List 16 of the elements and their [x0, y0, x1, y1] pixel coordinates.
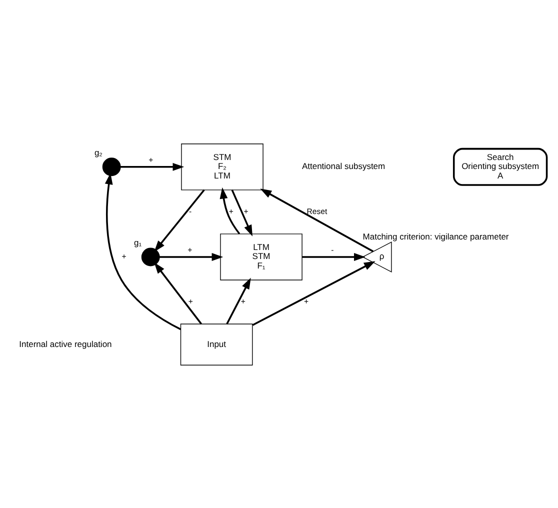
node-label: g₂ [94, 147, 102, 158]
edge-label: - [189, 206, 192, 216]
edge-label: + [188, 245, 192, 254]
node-label: Matching criterion: vigilance parameter [362, 231, 509, 242]
label: Internal active regulation [19, 338, 112, 348]
node-label: g₁ [134, 237, 142, 248]
edge-label: + [188, 296, 193, 306]
edge-label: + [240, 296, 246, 306]
edge-label: + [148, 154, 154, 164]
edge-label: + [244, 206, 248, 216]
edge-label: + [122, 251, 126, 260]
edge-label: - [331, 245, 334, 254]
edge-label: + [228, 206, 234, 216]
edge-label: + [304, 296, 309, 306]
label: Attentional subsystem [302, 160, 386, 171]
edge-label: Reset [306, 206, 328, 216]
